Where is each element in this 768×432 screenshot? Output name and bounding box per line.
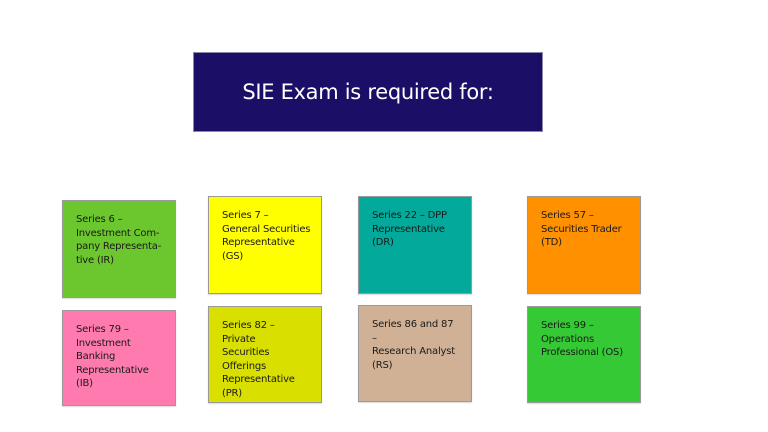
series-57-label: Series 57 – Securities Trader (TD) [541, 210, 622, 248]
title-box: SIE Exam is required for: [193, 52, 543, 132]
series-79-label: Series 79 – Investment Banking Represent… [76, 324, 149, 389]
series-22-box: Series 22 – DPP Representative (DR) [358, 196, 472, 294]
series-99-label: Series 99 – Operations Professional (OS) [541, 320, 623, 358]
series-79-box: Series 79 – Investment Banking Represent… [62, 310, 176, 406]
series-86-87-label: Series 86 and 87 – Research Analyst (RS) [372, 319, 455, 371]
series-7-box: Series 7 – General Securities Representa… [208, 196, 322, 294]
series-82-box: Series 82 – Private Securities Offerings… [208, 306, 322, 403]
series-82-label: Series 82 – Private Securities Offerings… [222, 320, 295, 399]
series-6-label: Series 6 – Investment Com- pany Represen… [76, 214, 162, 266]
series-57-box: Series 57 – Securities Trader (TD) [527, 196, 641, 294]
series-7-label: Series 7 – General Securities Representa… [222, 210, 311, 262]
series-86-87-box: Series 86 and 87 – Research Analyst (RS) [358, 305, 472, 402]
series-22-label: Series 22 – DPP Representative (DR) [372, 210, 447, 248]
series-6-box: Series 6 – Investment Com- pany Represen… [62, 200, 176, 298]
series-99-box: Series 99 – Operations Professional (OS) [527, 306, 641, 403]
title-text: SIE Exam is required for: [242, 80, 494, 104]
